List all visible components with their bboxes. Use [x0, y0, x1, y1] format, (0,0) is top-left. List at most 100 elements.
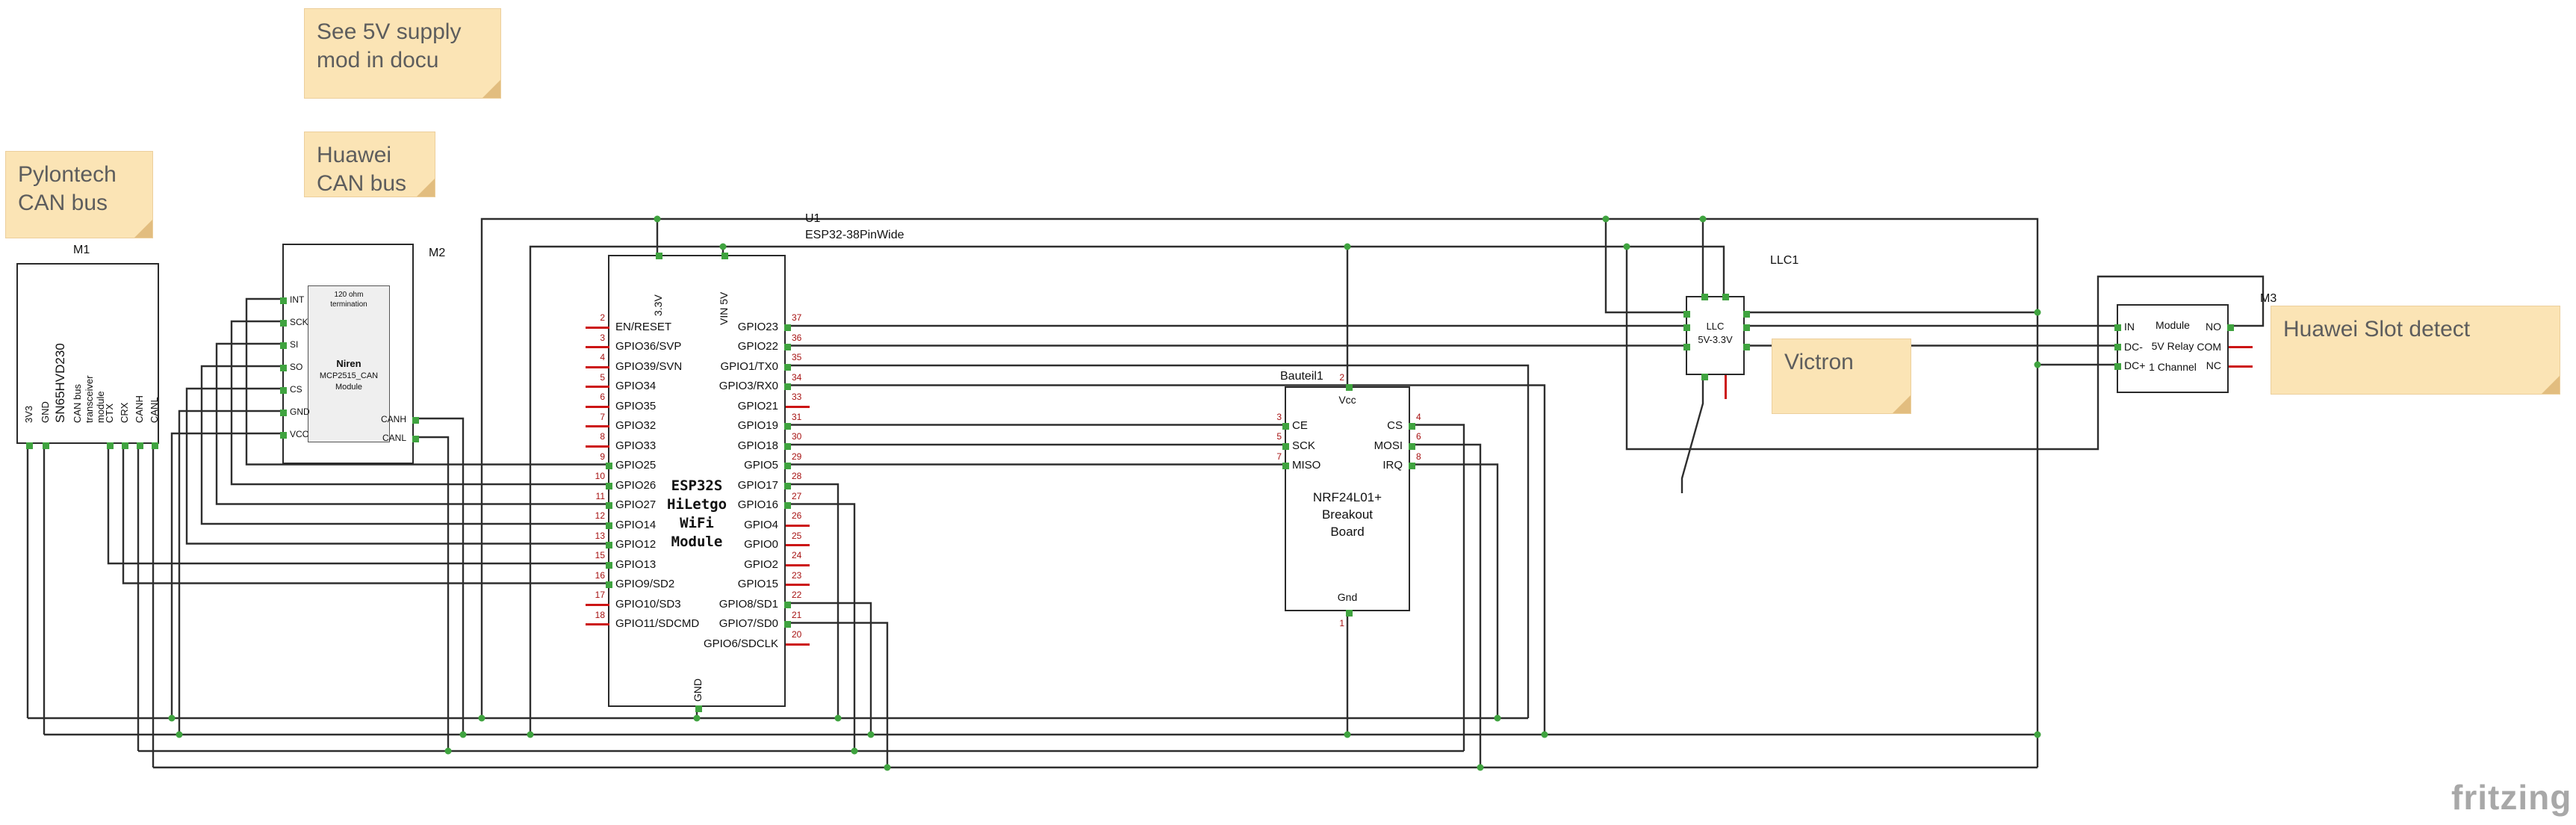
wire[interactable]: [1680, 375, 1704, 493]
component-m1-can-transceiver[interactable]: M1 SN65HVD230 CAN bus transceiver module…: [16, 244, 160, 449]
pin-top-1-pad[interactable]: [1722, 294, 1729, 300]
wire[interactable]: [200, 365, 608, 525]
wire[interactable]: [480, 217, 2039, 767]
wire[interactable]: [414, 436, 450, 751]
pin-gnd-pad[interactable]: [280, 409, 287, 416]
pin-bottom-1-terminal[interactable]: [1724, 375, 1727, 399]
pin-gpio21-terminal[interactable]: [786, 405, 810, 408]
pin-gpio36-svp-terminal[interactable]: [586, 346, 609, 348]
pin-3-3v-pad[interactable]: [655, 253, 662, 259]
pin-gpio13-pad[interactable]: [606, 561, 612, 569]
pin-gpio26-pad[interactable]: [606, 482, 612, 489]
part-ref-m3[interactable]: M3: [2260, 292, 2277, 305]
wire[interactable]: [185, 387, 608, 545]
pin-gpio14-pad[interactable]: [606, 522, 612, 529]
wire[interactable]: [215, 342, 608, 505]
pin-gpio35-terminal[interactable]: [586, 405, 609, 408]
component-llc-level-converter[interactable]: LLC1 LLC 5V-3.3V: [1683, 254, 1798, 399]
pin-com-terminal[interactable]: [2229, 346, 2253, 348]
pin-bottom-0-pad[interactable]: [1701, 374, 1708, 380]
pin-canl-pad[interactable]: [151, 442, 158, 449]
pin-si-pad[interactable]: [280, 342, 287, 349]
pin-dc--pad[interactable]: [2114, 362, 2121, 370]
pin-no-pad[interactable]: [2227, 324, 2234, 331]
pin-gpio6-sdclk-terminal[interactable]: [786, 643, 810, 646]
pin-ctx-pad[interactable]: [106, 442, 114, 449]
pin-gpio3-rx0-pad[interactable]: [784, 383, 791, 390]
wire[interactable]: [122, 444, 608, 584]
pin-int-pad[interactable]: [280, 297, 287, 304]
part-ref-llc1[interactable]: LLC1: [1770, 254, 1799, 267]
pin-gpio25-pad[interactable]: [606, 463, 612, 469]
wire[interactable]: [786, 384, 1546, 735]
pin-left-2-pad[interactable]: [1683, 344, 1690, 350]
wire[interactable]: [1410, 443, 1482, 767]
pin-gpio0-terminal[interactable]: [786, 544, 810, 546]
pin-cs-pad[interactable]: [1409, 423, 1415, 430]
wire[interactable]: [245, 297, 608, 466]
wire[interactable]: [1410, 463, 1499, 719]
component-u1-esp32[interactable]: U1 ESP32-38PinWide 3.3V VIN 5V GND ESP32…: [586, 212, 904, 712]
pin-gpio18-pad[interactable]: [784, 442, 791, 450]
pin-irq-pad[interactable]: [1409, 463, 1415, 469]
wire[interactable]: [786, 503, 856, 752]
wire[interactable]: [1625, 247, 2265, 451]
pin-gpio10-sd3-terminal[interactable]: [586, 603, 609, 606]
wire[interactable]: [230, 320, 608, 486]
pin-en-reset-terminal[interactable]: [586, 326, 609, 329]
pin-canh-pad[interactable]: [136, 442, 143, 449]
pin-gpio2-terminal[interactable]: [786, 563, 810, 566]
pin-sck-pad[interactable]: [280, 319, 287, 327]
component-m2-mcp2515-can[interactable]: M2 120 ohm termination Niren MCP2515_CAN…: [280, 244, 445, 464]
pin-gpio7-sd0-pad[interactable]: [784, 621, 791, 628]
pin-right-1-pad[interactable]: [1743, 324, 1750, 331]
pin-nc-terminal[interactable]: [2229, 365, 2253, 368]
pin-so-pad[interactable]: [280, 364, 287, 371]
pin-gpio17-pad[interactable]: [784, 482, 791, 489]
pin-gpio9-sd2-pad[interactable]: [606, 581, 612, 588]
part-ref-u1[interactable]: U1: [805, 212, 821, 225]
wire[interactable]: [786, 483, 839, 718]
pin-gnd-pad[interactable]: [42, 442, 49, 449]
pin-cs-pad[interactable]: [280, 386, 287, 394]
wire[interactable]: [170, 432, 282, 718]
pin-right-0-pad[interactable]: [1743, 310, 1750, 318]
wire[interactable]: [786, 602, 872, 735]
wire[interactable]: [786, 622, 889, 768]
wire[interactable]: [786, 364, 1530, 718]
pin-gpio15-terminal[interactable]: [786, 584, 810, 586]
pin-gpio23-pad[interactable]: [784, 324, 791, 331]
pin-top-0-pad[interactable]: [1701, 294, 1708, 300]
pin-left-0-pad[interactable]: [1683, 310, 1690, 318]
pin-crx-pad[interactable]: [121, 442, 128, 449]
component-nrf24l01[interactable]: Bauteil1 Vcc Gnd NRF24L01+ Breakout Boar…: [1276, 370, 1421, 628]
pin-gpio4-terminal[interactable]: [786, 524, 810, 527]
sticky-note-pylontech-can-bus[interactable]: Pylontech CAN bus: [5, 151, 153, 238]
pin-gnd-pad[interactable]: [1345, 610, 1353, 617]
wire[interactable]: [178, 410, 282, 735]
wire[interactable]: [414, 417, 465, 735]
wire[interactable]: [529, 245, 1725, 735]
pin-ce-pad[interactable]: [1282, 423, 1289, 430]
part-ref-m1[interactable]: M1: [73, 244, 90, 256]
pin-right-2-pad[interactable]: [1743, 344, 1750, 350]
sticky-note-victron[interactable]: Victron: [1772, 339, 1911, 414]
pin-mosi-pad[interactable]: [1409, 442, 1415, 450]
pin-vcc-pad[interactable]: [280, 431, 287, 439]
sticky-note-see-5v-supply[interactable]: See 5V supply mod in docu: [304, 8, 501, 99]
pin-sck-pad[interactable]: [1282, 442, 1289, 450]
pin-gpio16-pad[interactable]: [784, 502, 791, 509]
pin-dc--pad[interactable]: [2114, 344, 2121, 350]
pin-canl-pad[interactable]: [412, 435, 419, 442]
pin-vin-5v-pad[interactable]: [721, 253, 728, 259]
pin-canh-pad[interactable]: [412, 416, 419, 424]
pin-gpio5-pad[interactable]: [784, 463, 791, 469]
pin-3v3-pad[interactable]: [25, 442, 33, 449]
pin-in-pad[interactable]: [2114, 324, 2121, 331]
pin-left-1-pad[interactable]: [1683, 324, 1690, 331]
pin-gpio19-pad[interactable]: [784, 423, 791, 430]
pin-gpio8-sd1-pad[interactable]: [784, 601, 791, 608]
part-ref-m2[interactable]: M2: [429, 247, 446, 259]
